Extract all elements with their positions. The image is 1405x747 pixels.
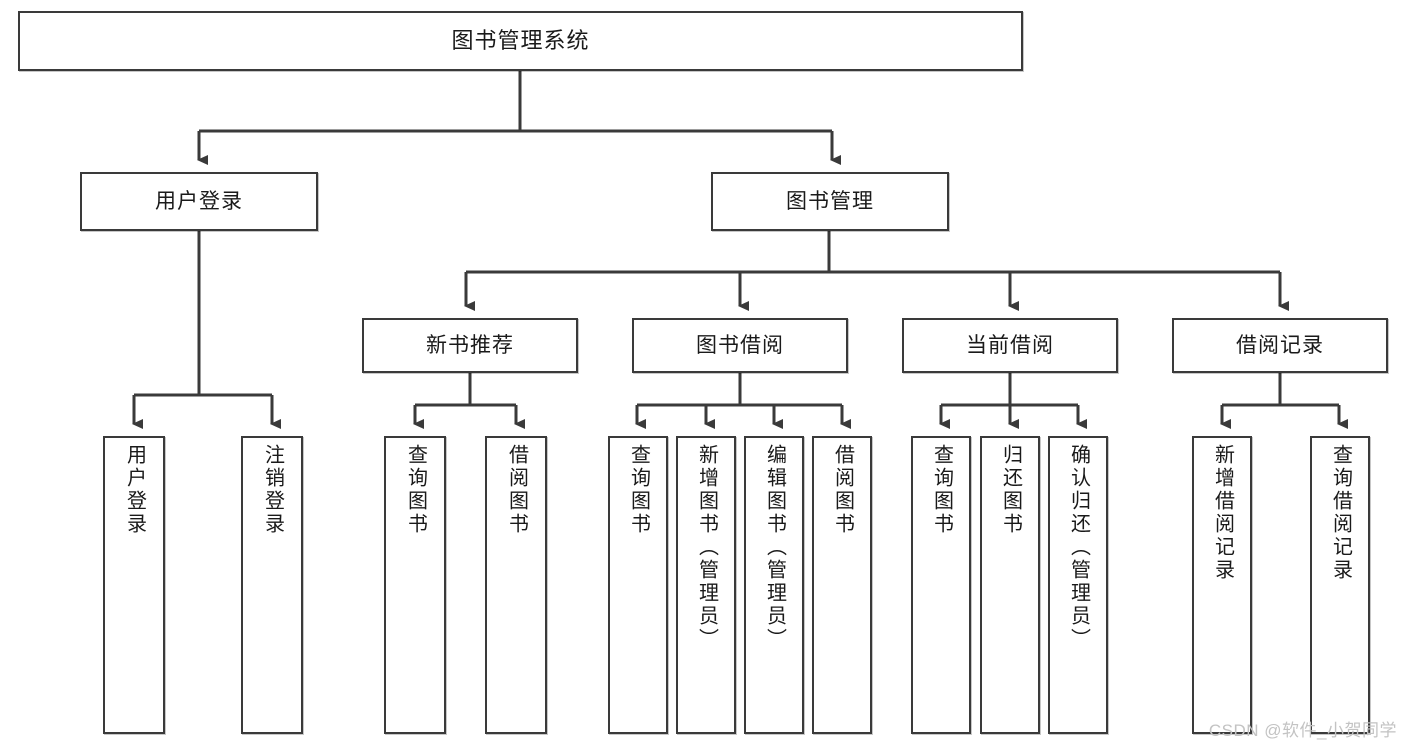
leaf-current-borrow-return[interactable]: 归还图书 — [980, 436, 1040, 734]
leaf-book-borrow-add[interactable]: 新增图书（管理员） — [676, 436, 736, 734]
leaf-current-borrow-query[interactable]: 查询图书 — [911, 436, 971, 734]
node-book-management[interactable]: 图书管理 — [711, 172, 949, 231]
leaf-label: 借阅图书 — [505, 444, 528, 536]
leaf-label: 查询借阅记录 — [1329, 444, 1352, 582]
leaf-label: 归还图书 — [999, 444, 1022, 536]
leaf-label: 确认归还（管理员） — [1067, 444, 1090, 651]
node-current-borrow[interactable]: 当前借阅 — [902, 318, 1118, 373]
leaf-new-book-query[interactable]: 查询图书 — [384, 436, 446, 734]
leaf-book-borrow-query[interactable]: 查询图书 — [608, 436, 668, 734]
leaf-user-login-logout[interactable]: 注销登录 — [241, 436, 303, 734]
leaf-user-login-login[interactable]: 用户登录 — [103, 436, 165, 734]
leaf-label: 用户登录 — [123, 444, 146, 536]
leaf-label: 编辑图书（管理员） — [763, 444, 786, 651]
watermark-text: CSDN @软件_小贺同学 — [1208, 721, 1397, 740]
leaf-borrow-record-add[interactable]: 新增借阅记录 — [1192, 436, 1252, 734]
leaf-book-borrow-edit[interactable]: 编辑图书（管理员） — [744, 436, 804, 734]
leaf-new-book-borrow[interactable]: 借阅图书 — [485, 436, 547, 734]
node-book-borrow[interactable]: 图书借阅 — [632, 318, 848, 373]
leaf-label: 查询图书 — [404, 444, 427, 536]
leaf-current-borrow-confirm[interactable]: 确认归还（管理员） — [1048, 436, 1108, 734]
node-root-system[interactable]: 图书管理系统 — [18, 11, 1023, 71]
leaf-label: 查询图书 — [930, 444, 953, 536]
leaf-book-borrow-borrow[interactable]: 借阅图书 — [812, 436, 872, 734]
leaf-label: 借阅图书 — [831, 444, 854, 536]
leaf-label: 查询图书 — [627, 444, 650, 536]
node-new-book-recommend[interactable]: 新书推荐 — [362, 318, 578, 373]
leaf-label: 新增借阅记录 — [1211, 444, 1234, 582]
node-borrow-record[interactable]: 借阅记录 — [1172, 318, 1388, 373]
leaf-borrow-record-query[interactable]: 查询借阅记录 — [1310, 436, 1370, 734]
node-user-login[interactable]: 用户登录 — [80, 172, 318, 231]
leaf-label: 新增图书（管理员） — [695, 444, 718, 651]
leaf-label: 注销登录 — [261, 444, 284, 536]
